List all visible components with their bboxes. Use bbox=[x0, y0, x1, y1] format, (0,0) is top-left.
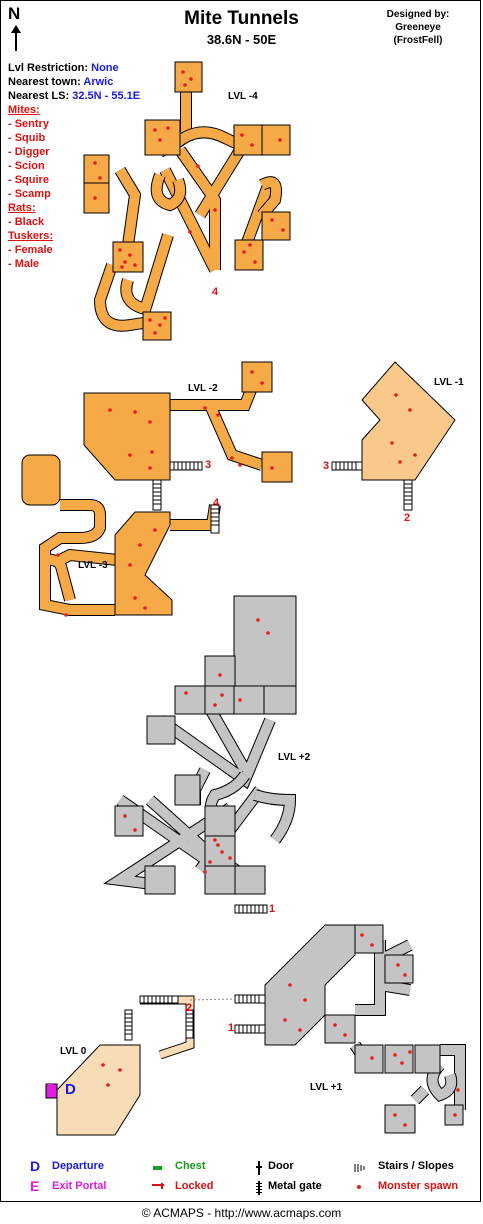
monster-spawns bbox=[56, 70, 460, 1127]
level-label: LVL -1 bbox=[434, 377, 464, 388]
info-panel: Lvl Restriction: None Nearest town: Arwi… bbox=[8, 61, 208, 271]
designed-by-label: Designed by: bbox=[386, 9, 450, 20]
site-credit: © ACMAPS - http://www.acmaps.com bbox=[141, 1206, 342, 1220]
monster-item: - Digger bbox=[8, 146, 50, 158]
ls-value: 32.5N - 55.1E bbox=[72, 90, 141, 102]
door-legend-label: Door bbox=[268, 1160, 294, 1172]
ls-label: Nearest LS: bbox=[8, 90, 70, 102]
level-label: LVL +2 bbox=[278, 752, 311, 763]
exit-legend-icon: E bbox=[30, 1178, 40, 1194]
stair-number: 3 bbox=[205, 459, 212, 471]
restriction-value: None bbox=[91, 62, 119, 74]
stair-number: 1 bbox=[228, 1022, 235, 1034]
dungeon-map bbox=[21, 61, 466, 1136]
level-minus-4 bbox=[83, 61, 291, 341]
level-plus-1 bbox=[234, 924, 466, 1134]
designer-credit: Designed by: Greeneye (FrostFell) bbox=[363, 8, 473, 47]
level-minus-3 bbox=[21, 454, 221, 616]
town-row: Nearest town: Arwic bbox=[8, 75, 208, 89]
departure-legend-icon: D bbox=[30, 1158, 41, 1174]
map-coordinates: 38.6N - 50E bbox=[206, 32, 277, 47]
level-minus-1 bbox=[331, 361, 456, 511]
stair-number: 2 bbox=[404, 512, 411, 524]
monster-item: - Female bbox=[8, 244, 53, 256]
stair-number: 4 bbox=[213, 497, 220, 509]
monster-item: - Male bbox=[8, 258, 40, 270]
level-minus-2 bbox=[83, 361, 293, 511]
designer-server: (FrostFell) bbox=[393, 35, 443, 46]
exit-legend-label: Exit Portal bbox=[52, 1180, 107, 1192]
group-heading: Mites: bbox=[8, 104, 40, 116]
door-icon bbox=[256, 1161, 262, 1175]
stair-number: 4 bbox=[212, 286, 219, 298]
group-heading: Rats: bbox=[8, 202, 36, 214]
restriction-row: Lvl Restriction: None bbox=[8, 61, 208, 75]
stairs-legend-label: Stairs / Slopes bbox=[378, 1160, 454, 1172]
map-title: Mite Tunnels bbox=[184, 8, 299, 29]
north-arrow-icon bbox=[11, 25, 21, 51]
stair-number: 2 bbox=[186, 1002, 193, 1014]
level-label: LVL -3 bbox=[78, 560, 108, 571]
stair-number: 3 bbox=[323, 460, 330, 472]
departure-marker: D bbox=[65, 1081, 76, 1098]
monster-item: - Squib bbox=[8, 132, 46, 144]
level-plus-2 bbox=[103, 595, 297, 914]
level-label: LVL +1 bbox=[310, 1082, 343, 1093]
level-label: LVL -4 bbox=[228, 91, 258, 102]
departure-legend-label: Departure bbox=[52, 1160, 104, 1172]
portal-link-line bbox=[189, 998, 236, 1001]
chest-icon bbox=[153, 1166, 162, 1170]
locked-legend-label: Locked bbox=[175, 1180, 214, 1192]
level-label: LVL -2 bbox=[188, 383, 218, 394]
monster-item: - Squire bbox=[8, 174, 49, 186]
designer-name: Greeneye bbox=[395, 22, 441, 33]
stair-number: 1 bbox=[269, 903, 276, 915]
metal-gate-legend-label: Metal gate bbox=[268, 1180, 322, 1192]
restriction-label: Lvl Restriction: bbox=[8, 62, 89, 74]
chest-legend-label: Chest bbox=[175, 1160, 206, 1172]
locked-icon bbox=[152, 1183, 164, 1189]
monster-item: - Scamp bbox=[8, 188, 51, 200]
ls-row: Nearest LS: 32.5N - 55.1E bbox=[8, 89, 208, 103]
monster-item: - Scion bbox=[8, 160, 45, 172]
spawn-legend-label: Monster spawn bbox=[378, 1180, 459, 1192]
metal-gate-icon bbox=[256, 1181, 262, 1195]
north-letter: N bbox=[8, 4, 21, 23]
monster-spawn-icon bbox=[357, 1185, 361, 1189]
town-value: Arwic bbox=[83, 76, 114, 88]
monster-item: - Black bbox=[8, 216, 45, 228]
map-frame bbox=[0, 0, 481, 1202]
north-indicator: N bbox=[8, 4, 21, 51]
group-heading: Tuskers: bbox=[8, 230, 54, 242]
level-label: LVL 0 bbox=[60, 1046, 87, 1057]
exit-portal-marker: E bbox=[47, 1083, 54, 1094]
monster-item: - Sentry bbox=[8, 118, 49, 130]
level-0 bbox=[45, 995, 195, 1136]
stairs-icon bbox=[354, 1164, 365, 1172]
town-label: Nearest town: bbox=[8, 76, 81, 88]
